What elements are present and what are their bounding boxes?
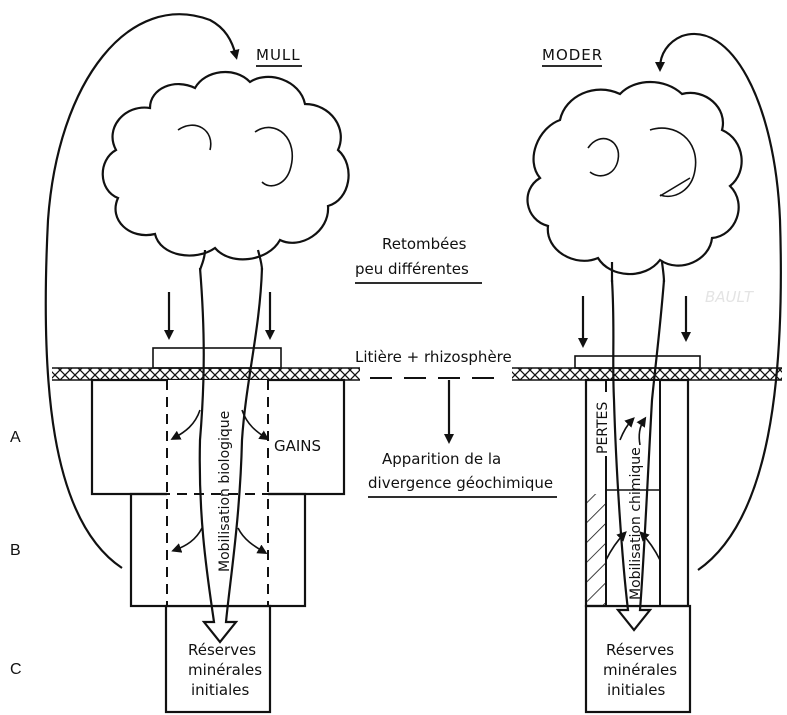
mull-reserves-2: minérales bbox=[188, 661, 262, 679]
horizon-a-label: A bbox=[10, 429, 21, 446]
horizon-c-label: C bbox=[10, 661, 22, 678]
moder-reserves-1: Réserves bbox=[606, 641, 674, 659]
watermark: BAULT bbox=[705, 288, 755, 306]
retombees-line-2: peu différentes bbox=[355, 260, 469, 278]
gains-label: GAINS bbox=[274, 437, 321, 455]
moder-mobilisation-label: Mobilisation chimique bbox=[628, 447, 644, 600]
mull-title: MULL bbox=[256, 46, 301, 64]
moder-litter-box bbox=[575, 356, 700, 368]
mull-litter-box bbox=[153, 348, 281, 368]
litiere-label: Litière + rhizosphère bbox=[355, 348, 512, 366]
moder-title: MODER bbox=[542, 46, 603, 64]
moder-reserves-2: minérales bbox=[603, 661, 677, 679]
mull-profile bbox=[46, 14, 349, 712]
moder-tree-crown bbox=[528, 82, 742, 274]
mull-reserves-1: Réserves bbox=[188, 641, 256, 659]
retombees-line-1: Retombées bbox=[382, 235, 467, 253]
pertes-label: PERTES bbox=[595, 402, 611, 454]
ground-surface-left bbox=[52, 368, 360, 380]
ground-surface-right bbox=[512, 368, 782, 380]
apparition-line-1: Apparition de la bbox=[382, 450, 501, 468]
mull-tree-crown bbox=[103, 72, 349, 259]
mull-reserves-3: initiales bbox=[191, 681, 249, 699]
mull-mobilisation-label: Mobilisation biologique bbox=[217, 411, 233, 572]
horizon-b-label: B bbox=[10, 542, 21, 559]
apparition-line-2: divergence géochimique bbox=[368, 474, 553, 492]
moder-reserves-3: initiales bbox=[607, 681, 665, 699]
